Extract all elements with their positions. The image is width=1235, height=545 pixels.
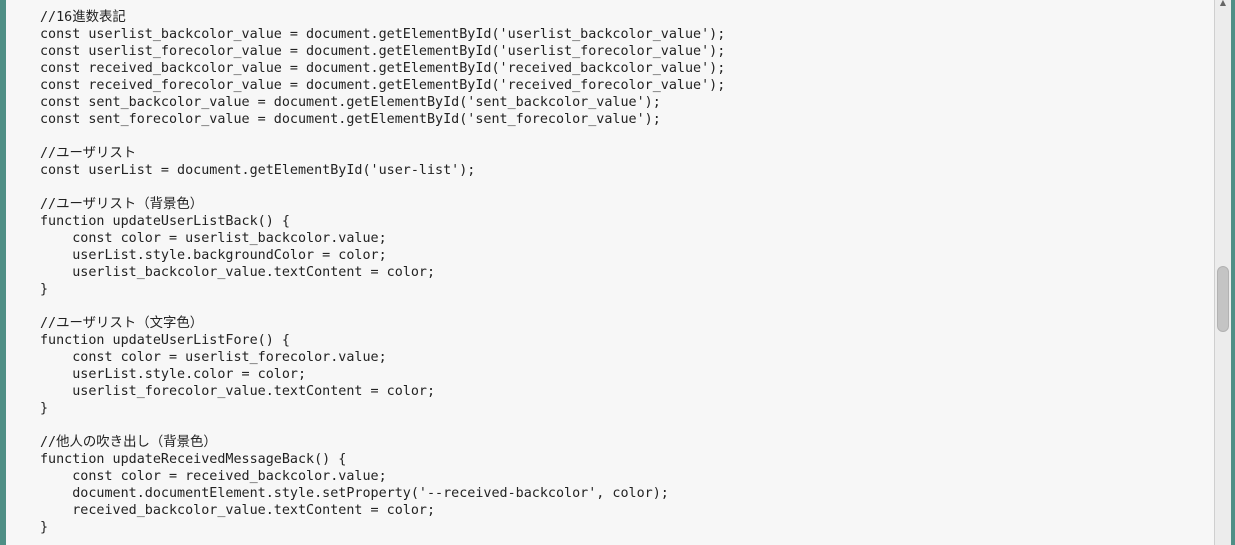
- code-line-20: function updateUserListFore() {: [40, 333, 290, 348]
- code-line-1: //16進数表記: [40, 10, 126, 25]
- code-line-10: const userList = document.getElementById…: [40, 163, 476, 178]
- code-line-5: const received_forecolor_value = documen…: [40, 78, 726, 93]
- code-line-15: userList.style.backgroundColor = color;: [40, 248, 387, 263]
- code-line-4: const received_backcolor_value = documen…: [40, 61, 726, 76]
- code-line-26: //他人の吹き出し（背景色）: [40, 435, 217, 450]
- code-line-28: const color = received_backcolor.value;: [40, 469, 387, 484]
- code-line-16: userlist_backcolor_value.textContent = c…: [40, 265, 436, 280]
- code-line-3: const userlist_forecolor_value = documen…: [40, 44, 726, 59]
- code-line-24: }: [40, 401, 49, 416]
- code-line-22: userList.style.color = color;: [40, 367, 307, 382]
- code-block: //16進数表記 const userlist_backcolor_value =…: [40, 9, 725, 536]
- code-line-30: received_backcolor_value.textContent = c…: [40, 503, 436, 518]
- code-line-17: }: [40, 282, 49, 297]
- scroll-up-icon[interactable]: ▲: [1219, 0, 1227, 7]
- code-line-6: const sent_backcolor_value = document.ge…: [40, 95, 661, 110]
- code-line-9: //ユーザリスト: [40, 146, 137, 161]
- window-frame-edge: [1231, 0, 1235, 545]
- code-line-2: const userlist_backcolor_value = documen…: [40, 27, 726, 42]
- code-line-25: [40, 417, 725, 434]
- code-line-19: //ユーザリスト（文字色）: [40, 316, 204, 331]
- vertical-scrollbar[interactable]: ▲: [1214, 0, 1231, 545]
- code-line-11: [40, 179, 725, 196]
- code-line-31: }: [40, 520, 49, 535]
- code-line-29: document.documentElement.style.setProper…: [40, 486, 669, 501]
- code-line-12: //ユーザリスト（背景色）: [40, 197, 204, 212]
- code-line-23: userlist_forecolor_value.textContent = c…: [40, 384, 436, 399]
- code-line-7: const sent_forecolor_value = document.ge…: [40, 112, 661, 127]
- code-line-8: [40, 128, 725, 145]
- code-line-14: const color = userlist_backcolor.value;: [40, 231, 387, 246]
- code-line-18: [40, 298, 725, 315]
- code-editor[interactable]: //16進数表記 const userlist_backcolor_value =…: [6, 0, 1214, 545]
- code-line-27: function updateReceivedMessageBack() {: [40, 452, 347, 467]
- code-line-13: function updateUserListBack() {: [40, 214, 290, 229]
- code-line-21: const color = userlist_forecolor.value;: [40, 350, 387, 365]
- scrollbar-thumb[interactable]: [1217, 266, 1229, 332]
